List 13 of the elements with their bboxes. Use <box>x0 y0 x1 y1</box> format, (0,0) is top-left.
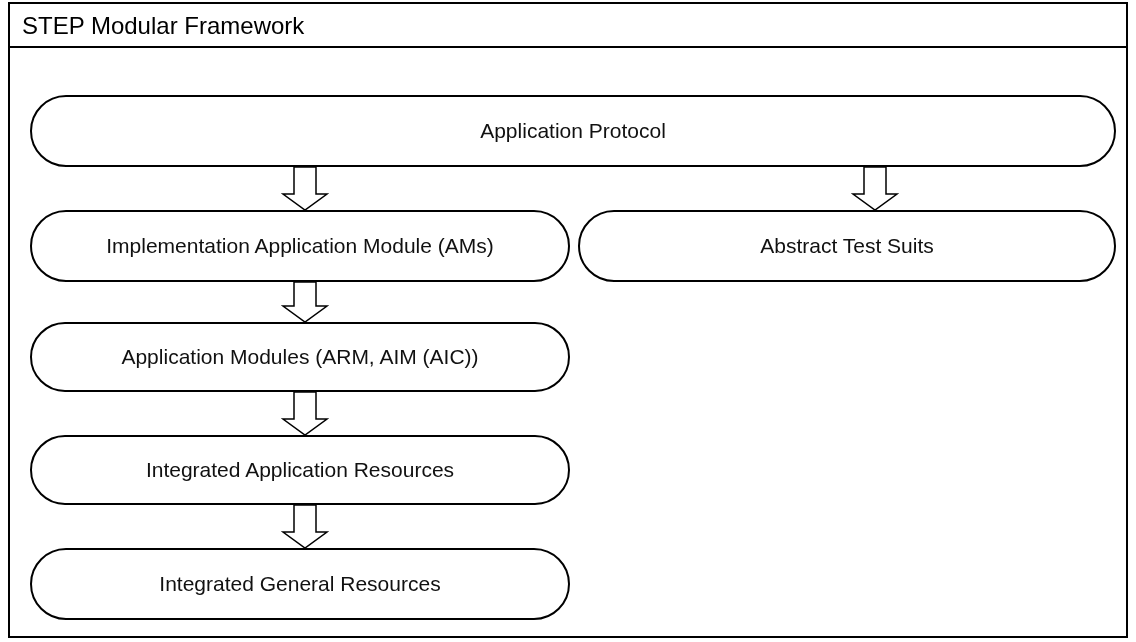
framework-frame <box>8 2 1128 638</box>
box-label: Integrated General Resources <box>158 572 442 596</box>
block-arrow <box>280 166 330 211</box>
block-arrow <box>280 391 330 436</box>
box-label: Abstract Test Suits <box>759 234 935 258</box>
box-label: Application Modules (ARM, AIM (AIC)) <box>120 345 480 369</box>
block-arrow <box>850 166 900 211</box>
box-label: Application Protocol <box>479 119 667 143</box>
frame-title: STEP Modular Framework <box>10 4 1126 48</box>
box-label: Integrated Application Resources <box>144 458 456 482</box>
box-label: Implementation Application Module (AMs) <box>105 234 495 258</box>
block-arrow <box>280 504 330 549</box>
block-arrow <box>280 281 330 323</box>
